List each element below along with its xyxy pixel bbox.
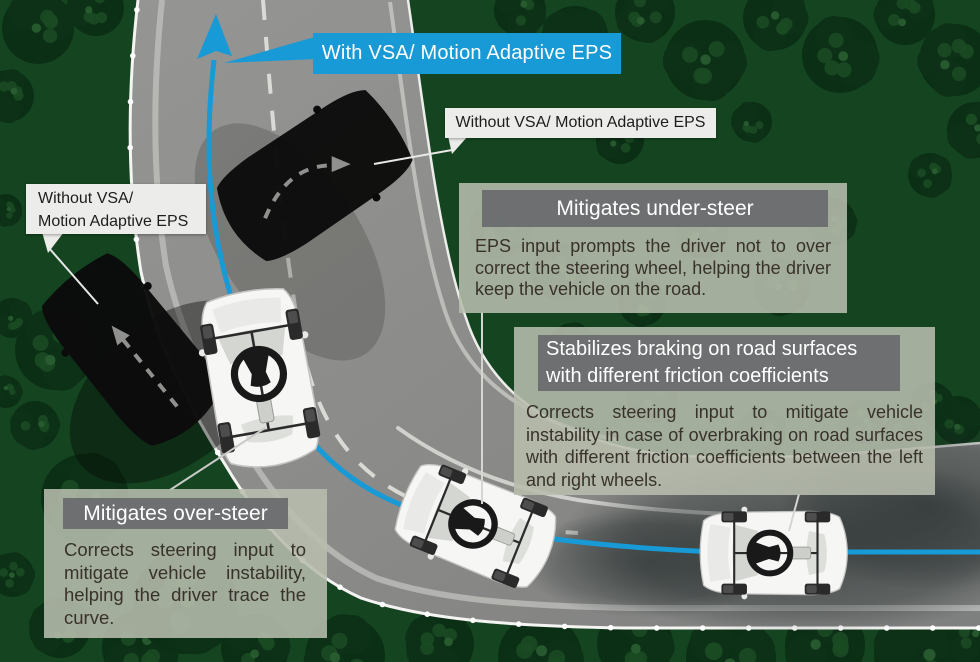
guard-post bbox=[379, 601, 386, 608]
guard-post bbox=[975, 625, 980, 631]
white-car-entry bbox=[700, 507, 847, 600]
without-vsa-label-left-line2: Motion Adaptive EPS bbox=[38, 213, 189, 230]
blue-vsa-path bbox=[197, 14, 980, 555]
guard-post bbox=[127, 144, 133, 151]
tree bbox=[743, 0, 809, 52]
without-vsa-label-left-line1: Without VSA/ bbox=[38, 190, 134, 207]
callout-over-steer-body: Corrects steering input to mitigate vehi… bbox=[64, 539, 306, 628]
without-vsa-label-top: Without VSA/ Motion Adaptive EPS bbox=[445, 108, 716, 138]
callout-under-steer: Mitigates under-steer EPS input prompts … bbox=[459, 183, 847, 313]
guard-post bbox=[653, 625, 660, 631]
without-vsa-label-left: Without VSA/ Motion Adaptive EPS bbox=[26, 184, 206, 234]
guard-post bbox=[929, 625, 936, 631]
guard-post bbox=[561, 623, 568, 630]
callout-over-steer: Mitigates over-steer Corrects steering i… bbox=[44, 489, 327, 638]
tree bbox=[615, 0, 675, 44]
guard-post bbox=[214, 449, 221, 456]
callout-braking-title: Stabilizes braking on road surfaces with… bbox=[538, 335, 900, 391]
guard-post bbox=[515, 621, 522, 627]
with-vsa-banner-label: With VSA/ Motion Adaptive EPS bbox=[321, 42, 613, 64]
guard-post bbox=[130, 53, 136, 59]
tree bbox=[731, 101, 772, 143]
callout-over-steer-title: Mitigates over-steer bbox=[63, 498, 288, 529]
connector-lines bbox=[42, 136, 800, 532]
skid-arrow-icon bbox=[263, 156, 351, 220]
guard-post bbox=[127, 98, 134, 105]
guard-post bbox=[134, 7, 140, 13]
skid-arrow-icon bbox=[111, 325, 179, 408]
tree bbox=[917, 23, 980, 97]
guard-post bbox=[424, 611, 431, 617]
tree bbox=[0, 69, 34, 124]
guard-post bbox=[470, 617, 476, 624]
with-vsa-banner: With VSA/ Motion Adaptive EPS bbox=[313, 33, 621, 74]
guard-post bbox=[337, 584, 343, 590]
without-vsa-label-top-text: Without VSA/ Motion Adaptive EPS bbox=[455, 114, 706, 131]
path-arrow-icon bbox=[197, 14, 232, 59]
tree bbox=[10, 401, 61, 450]
black-car-understeer bbox=[201, 75, 425, 278]
tree bbox=[0, 375, 23, 408]
callout-under-steer-body: EPS input prompts the driver not to over… bbox=[475, 236, 831, 299]
tree bbox=[908, 153, 952, 198]
callout-braking: Stabilizes braking on road surfaces with… bbox=[514, 327, 935, 495]
tree bbox=[0, 552, 36, 597]
guard-post bbox=[133, 236, 140, 243]
tree bbox=[873, 0, 935, 45]
tree bbox=[802, 16, 880, 93]
callout-braking-body: Corrects steering input to mitigate vehi… bbox=[526, 402, 923, 490]
black-car-oversteer bbox=[27, 240, 238, 462]
guard-post bbox=[607, 624, 614, 631]
tree bbox=[494, 0, 546, 38]
tree bbox=[0, 194, 22, 227]
tree bbox=[405, 610, 474, 662]
tree bbox=[2, 0, 75, 64]
callout-under-steer-title: Mitigates under-steer bbox=[482, 190, 828, 227]
tree bbox=[66, 0, 124, 36]
tree bbox=[947, 101, 980, 159]
tree bbox=[663, 20, 747, 102]
banner-pointer bbox=[224, 36, 318, 63]
